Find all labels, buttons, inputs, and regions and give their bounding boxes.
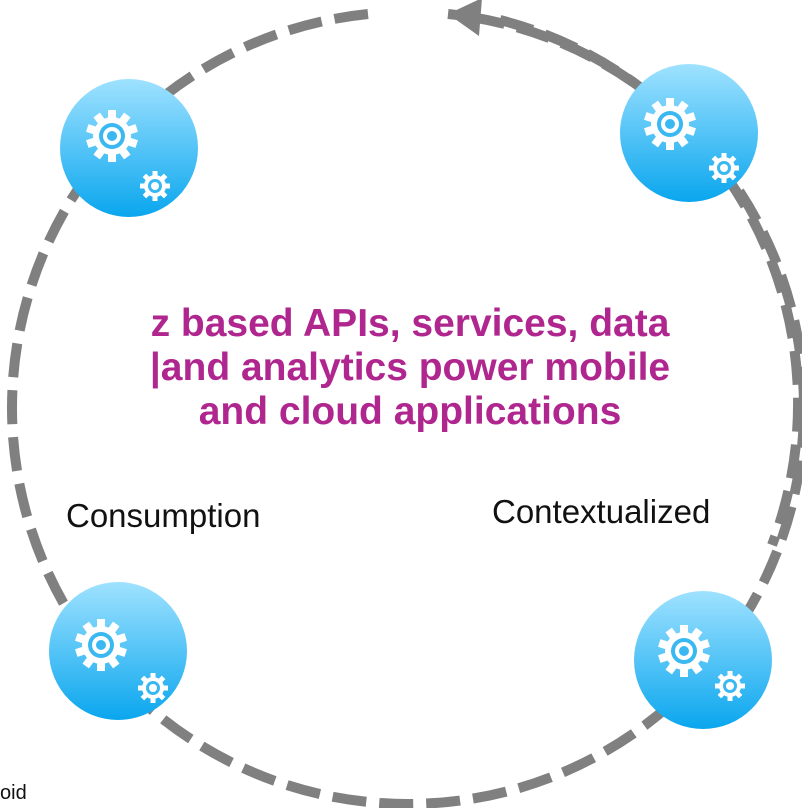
center-line-3: and cloud applications [198, 390, 622, 433]
gear-badge-bottom-left [49, 582, 187, 720]
gear-badge-top-left [60, 79, 198, 217]
center-message: z based APIs, services, data |and analyt… [65, 302, 755, 434]
label-contextualized: Contextualized [492, 493, 711, 530]
gear-badge-bottom-right [634, 591, 772, 729]
cycle-path-left [7, 9, 802, 808]
gear-badge-top-right [620, 64, 758, 202]
label-consumption: Consumption [66, 497, 261, 534]
center-line-2: |and analytics power mobile [149, 346, 671, 389]
center-line-1: z based APIs, services, data [150, 302, 670, 345]
cycle-path-right [498, 15, 802, 547]
arrowhead-icon [448, 0, 482, 36]
cut-off-text-fragment: oid [0, 782, 27, 804]
